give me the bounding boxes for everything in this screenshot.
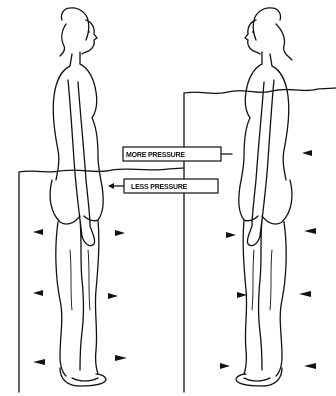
right-water-surface [184,88,336,93]
right-arrow-l2 [237,292,247,298]
right-arrow-l3 [220,363,230,369]
right-arrow-l1 [226,232,236,238]
left-arrow-l3 [33,359,45,365]
left-arrow-l2 [33,290,43,296]
more-pressure-label: MORE PRESSURE [126,152,185,159]
left-arrow-r1 [115,230,125,236]
left-person-figure [50,8,106,386]
left-panel [19,8,184,392]
more-pressure-callout: MORE PRESSURE [123,147,232,161]
right-arrow-r0 [302,150,312,156]
left-water-surface [19,168,184,172]
left-arrow-r2 [108,293,118,299]
right-arrow-r3 [304,363,316,369]
left-arrow-r3 [115,355,127,361]
left-arrow-l1 [33,229,43,235]
right-person-figure [236,8,292,386]
right-arrow-r2 [299,291,311,297]
right-panel [184,8,336,386]
less-pressure-callout: LESS PRESSURE [108,179,218,193]
less-pressure-label: LESS PRESSURE [131,184,188,191]
right-arrow-r1 [304,228,316,234]
